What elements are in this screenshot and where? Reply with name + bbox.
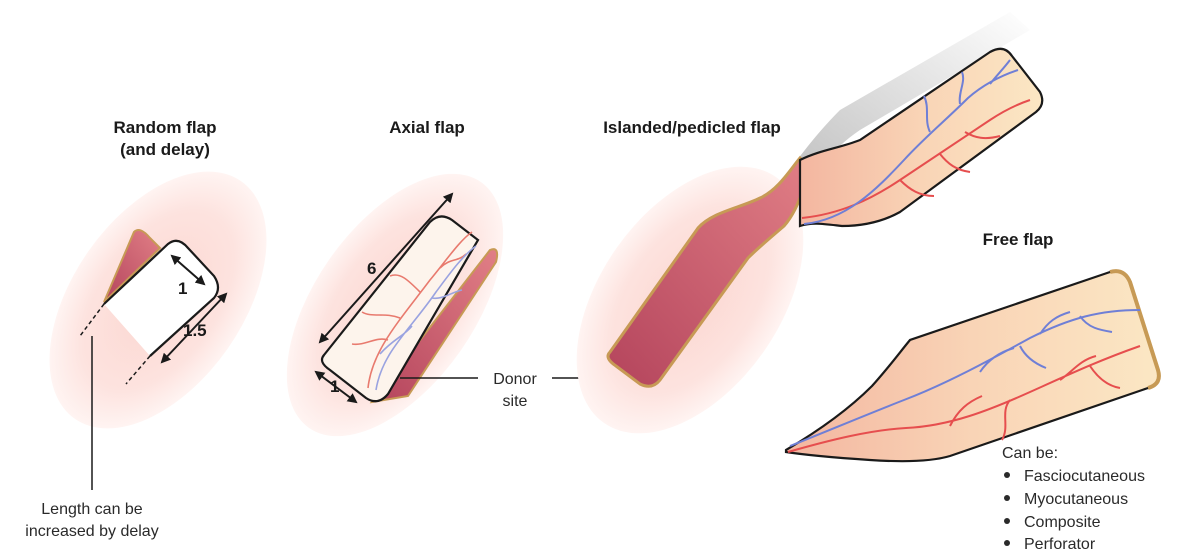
random-flap-note-line2: increased by delay [25, 523, 158, 540]
islanded-flap-title: Islanded/pedicled flap [603, 118, 781, 137]
axial-flap-group: 6 1 Axial flap [243, 118, 546, 474]
free-flap-group: Free flap Can be: Fasciocutaneous Myocut… [786, 230, 1159, 553]
random-flap-group: 1 1.5 Random flap (and delay) Length can… [5, 118, 311, 540]
free-flap-type-item: Perforator [1024, 536, 1096, 553]
free-flap-can-be: Can be: [1002, 445, 1058, 462]
random-flap-note-line1: Length can be [41, 501, 143, 518]
bullet-icon [1004, 518, 1010, 524]
bullet-icon [1004, 540, 1010, 546]
free-flap-types-list: Fasciocutaneous Myocutaneous Composite P… [1004, 468, 1145, 553]
free-flap-title: Free flap [983, 230, 1054, 249]
random-flap-title-line1: Random flap [114, 118, 217, 137]
donor-site-line2: site [503, 393, 528, 410]
bullet-icon [1004, 495, 1010, 501]
bullet-icon [1004, 472, 1010, 478]
random-flap-length-label: 1.5 [183, 321, 207, 340]
random-flap-width-label: 1 [178, 279, 187, 298]
axial-flap-width-label: 1 [330, 377, 339, 396]
free-flap-body [786, 271, 1159, 461]
axial-flap-length-label: 6 [367, 259, 376, 278]
donor-site-line1: Donor [493, 371, 537, 388]
free-flap-type-item: Fasciocutaneous [1024, 468, 1145, 485]
free-flap-type-item: Myocutaneous [1024, 491, 1128, 508]
random-flap-title-line2: (and delay) [120, 140, 210, 159]
free-flap-type-item: Composite [1024, 514, 1101, 531]
axial-flap-title: Axial flap [389, 118, 465, 137]
